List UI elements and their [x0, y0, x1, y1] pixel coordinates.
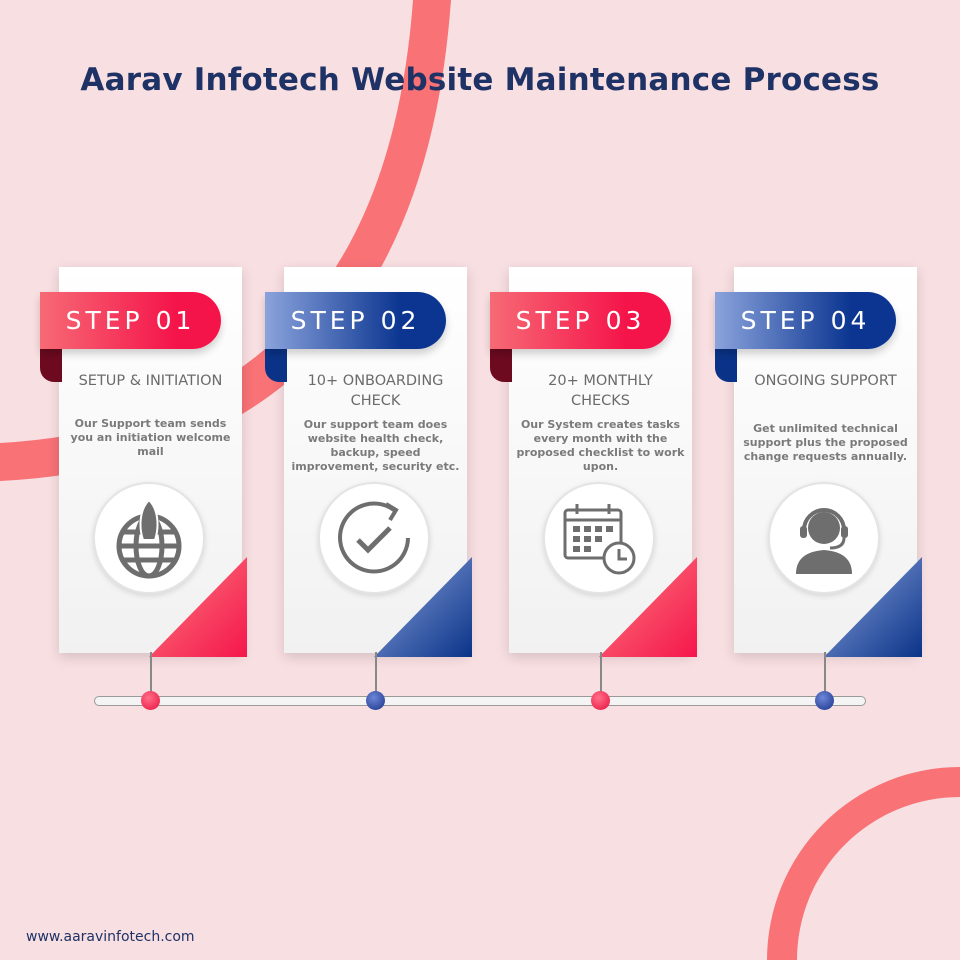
step-label: STEP 01 [40, 292, 221, 349]
timeline-connector [600, 652, 602, 698]
step-heading: 20+ MONTHLY CHECKS [548, 373, 653, 409]
website-link[interactable]: www.aaravinfotech.com [26, 929, 195, 945]
page-title: Aarav Infotech Website Maintenance Proce… [80, 62, 880, 98]
step-heading: ONGOING SUPPORT [754, 373, 897, 389]
icon-circle [768, 482, 880, 594]
step-label: STEP 02 [265, 292, 446, 349]
step-description: Our support team does website health che… [291, 418, 460, 473]
step-card-4: STEP 04 ONGOING SUPPORT Get unlimited te… [715, 267, 922, 657]
step-card-2: STEP 02 10+ ONBOARDING CHECK Our support… [265, 267, 472, 657]
headset-support-icon [796, 508, 852, 574]
timeline-connector [375, 652, 377, 698]
bottom-arc [767, 767, 960, 960]
step-description: Our Support team sends you an initiation… [70, 417, 231, 458]
timeline-dot-2 [366, 691, 385, 710]
timeline-dot-1 [141, 691, 160, 710]
icon-circle [543, 482, 655, 594]
step-heading: SETUP & INITIATION [78, 373, 223, 389]
step-label: STEP 04 [715, 292, 896, 349]
icon-circle [318, 482, 430, 594]
step-description: Get unlimited technical support plus the… [743, 422, 908, 463]
step-card-3: STEP 03 20+ MONTHLY CHECKS Our System cr… [490, 267, 697, 657]
step-description: Our System creates tasks every month wit… [516, 418, 685, 473]
calendar-clock-icon [563, 504, 636, 575]
step-card-1: STEP 01 SETUP & INITIATION Our Support t… [40, 267, 247, 657]
timeline-connector [824, 652, 826, 698]
step-heading: 10+ ONBOARDING CHECK [307, 373, 444, 409]
timeline-dot-3 [591, 691, 610, 710]
icon-circle [93, 482, 205, 594]
timeline-track [94, 696, 866, 706]
timeline-connector [150, 652, 152, 698]
step-label: STEP 03 [490, 292, 671, 349]
rocket-globe-icon [116, 498, 182, 579]
timeline-dot-4 [815, 691, 834, 710]
refresh-check-icon [338, 501, 410, 574]
